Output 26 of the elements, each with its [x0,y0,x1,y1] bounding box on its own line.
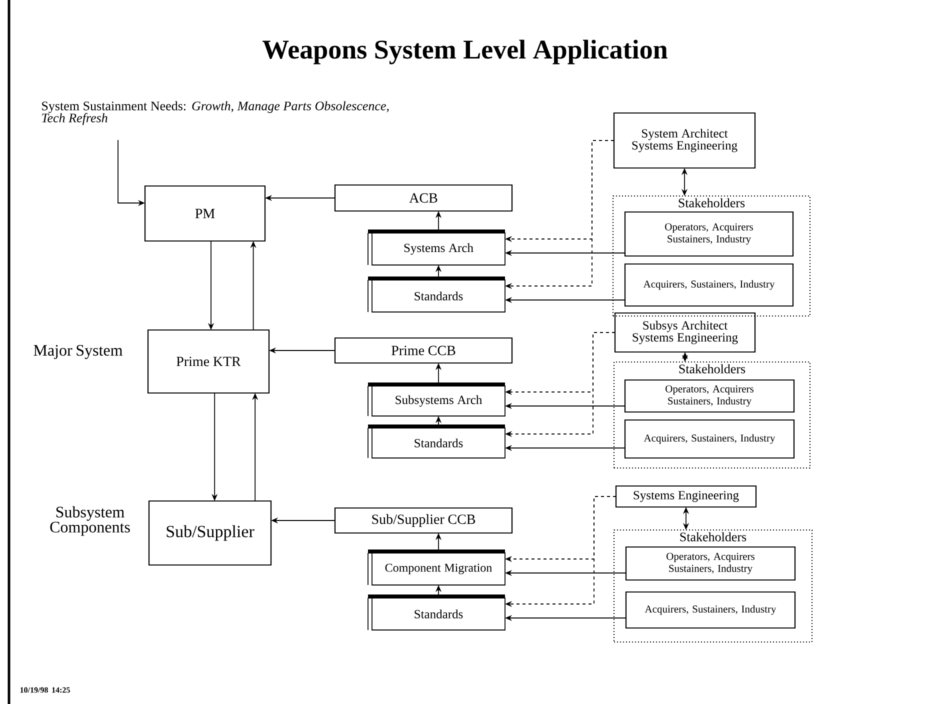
process-box: ACB [334,184,513,212]
process-box: Prime CCB [334,337,513,364]
label-text: Subsystem Components [50,506,130,536]
process-box: Operators, Acquirers Sustainers, Industry [624,379,795,413]
process-box: Acquirers, Sustainers, Industry [625,591,796,629]
label-text: Major System [34,344,123,360]
note-text: System Sustainment Needs: Growth, Manage Parts Obsolescence, Tech Refresh [42,101,389,125]
process-box: Acquirers, Sustainers, Industry [624,419,795,459]
process-box: PM [144,185,266,242]
process-box: Sub/Supplier CCB [334,507,513,534]
label-text: 10/19/98 14:25 [20,687,70,693]
process-box: Systems Engineering [615,485,757,508]
document-box: Standards [368,594,506,630]
document-box: Systems Arch [368,230,506,266]
process-box: Operators, Acquirers Sustainers, Industry [625,546,796,581]
document-box: Standards [368,424,506,458]
process-box: Subsys Architect Systems Engineering [614,312,756,353]
document-box: Component Migration [368,550,506,586]
process-box: Sub/Supplier [148,500,272,566]
process-box: Operators, Acquirers Sustainers, Industry [624,211,794,257]
process-box: Prime KTR [147,329,270,394]
title: Weapons System Level Application [262,40,668,64]
document-box: Standards [368,276,506,312]
document-box: Subsystems Arch [368,382,506,416]
process-box: Acquirers, Sustainers, Industry [624,263,794,307]
process-box: System Architect Systems Engineering [613,112,756,169]
